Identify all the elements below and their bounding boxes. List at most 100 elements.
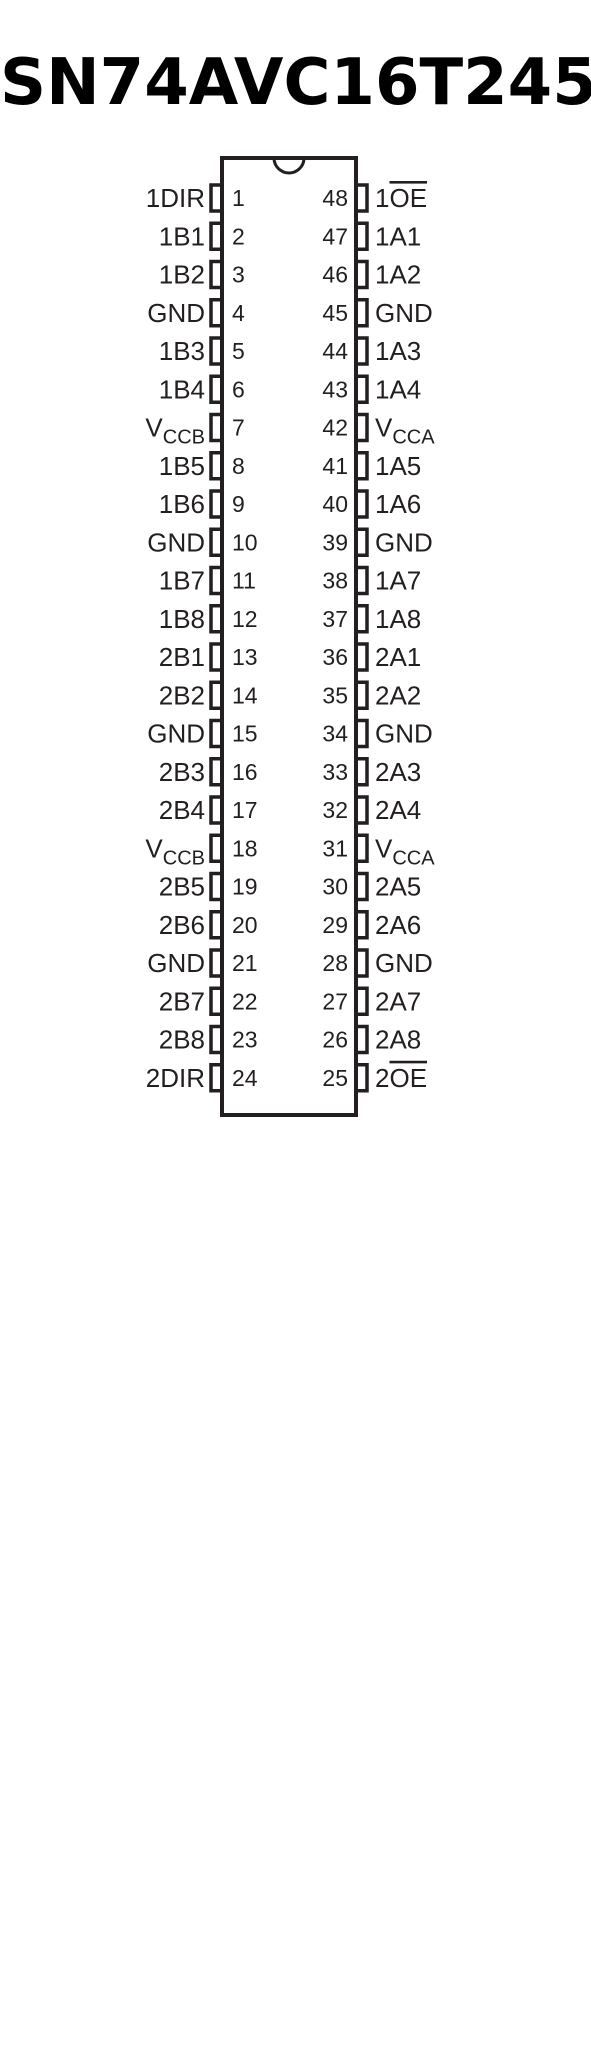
pin-label: 2A7 [375,986,421,1016]
pin-lead [209,221,220,251]
pin-number: 22 [232,988,258,1014]
pin-lead [209,795,220,825]
pin-lead [358,795,369,825]
pin-number: 43 [322,376,348,402]
pin-label: 1A4 [375,374,421,404]
pin-number: 15 [232,721,258,747]
pin-label: GND [375,948,433,978]
pin: 46 1A2 [322,260,421,290]
pin-lead [209,718,220,749]
pin-label: 2B7 [159,986,205,1016]
pin-label: 2B6 [159,910,205,940]
pin-number: 1 [232,185,245,211]
pin-label: 1A2 [375,260,421,290]
pin-label: 2A3 [375,757,421,787]
pin: 15 GND [147,719,257,749]
pin-label: 1A7 [375,566,421,596]
pin-lead [209,986,220,1016]
ic-package [220,156,358,1117]
pin-label: GND [375,298,433,328]
pin-lead [358,298,369,328]
pin-label: 2A8 [375,1025,421,1055]
pin-number: 18 [232,835,258,861]
pin-lead [358,680,369,710]
pin-number: 34 [322,721,348,747]
pin-label: 2B4 [159,795,205,825]
ic-outline [220,156,358,1117]
pin-label: 1B3 [159,336,205,366]
pin-label: 1B6 [159,489,205,519]
pin-number: 45 [322,300,348,326]
pin-lead [358,718,369,749]
pin-lead [358,374,369,404]
pin: 17 2B4 [159,795,258,825]
pin-label: 1A1 [375,221,421,251]
pin-lead [209,948,220,978]
pin-lead [209,910,220,940]
pin-number: 8 [232,453,245,479]
pin-lead [358,986,369,1016]
pin-lead [358,412,369,443]
pin-lead [358,757,369,787]
pin-lead [358,259,369,290]
pin-lead [209,489,220,519]
pin-number: 30 [322,874,348,900]
pin: 8 1B5 [159,451,245,481]
pin-number: 4 [232,300,245,326]
pin-number: 24 [232,1065,258,1091]
pin-label: 1B4 [159,374,205,404]
pin-number: 32 [322,797,348,823]
pin-label: GND [147,719,205,749]
pin-number: 25 [322,1065,348,1091]
pin-number: 10 [232,529,258,555]
pin-lead [358,604,369,634]
pin-number: 3 [232,262,245,288]
pin-lead [209,374,220,404]
pin-lead [358,221,369,251]
left-pin-column: 11DIR21B131B24GND51B361B47VCCB81B591B610… [145,183,257,1093]
pin-lead [209,259,220,290]
pin-label: 2A4 [375,795,421,825]
pin1-notch [272,157,306,175]
pin-lead [209,451,220,481]
pin-lead [209,183,220,213]
pin-number: 38 [322,568,348,594]
pin-label: GND [147,298,205,328]
pin-label: VCCA [375,833,435,869]
pin-number: 27 [322,988,348,1014]
pin-lead [358,1063,369,1093]
pin-label: 1B5 [159,451,205,481]
pin-number: 12 [232,606,258,632]
pin-label: 2A2 [375,680,421,710]
pin-lead [209,642,220,672]
pin-number: 28 [322,950,348,976]
pin-lead [358,833,369,863]
pin-number: 33 [322,759,348,785]
pin-number: 14 [232,682,258,708]
pin-label: 2A6 [375,910,421,940]
pin-number: 17 [232,797,258,823]
pin-lead [209,871,220,902]
pin-lead [209,833,220,863]
pin-number: 46 [322,262,348,288]
pin-number: 42 [322,415,348,441]
